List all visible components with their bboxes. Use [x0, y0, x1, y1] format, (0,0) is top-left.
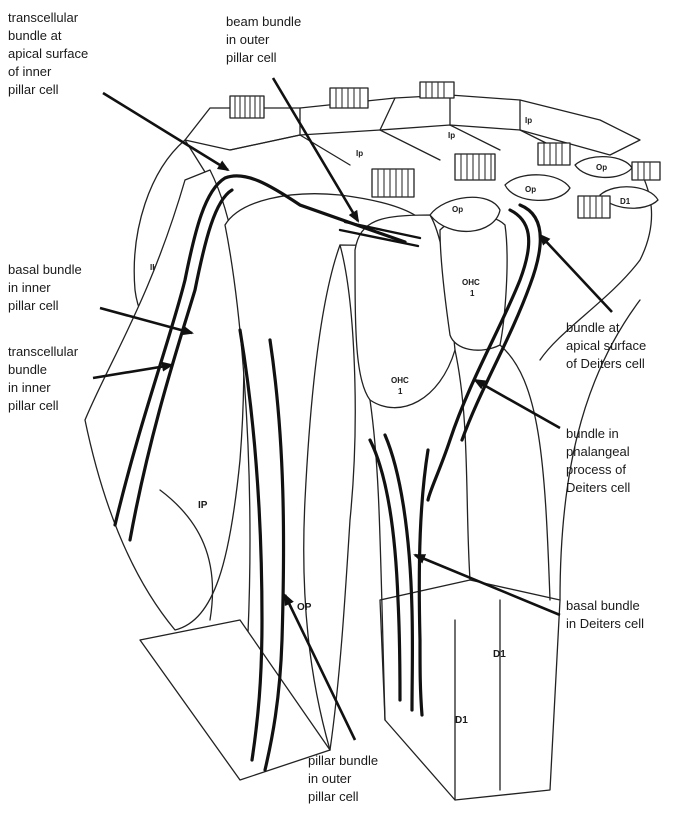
ip-top-a-label: Ip [356, 149, 363, 158]
arrow-bundle-phalangeal [475, 380, 560, 428]
svg-text:in inner: in inner [8, 280, 51, 295]
svg-text:transcellular: transcellular [8, 344, 79, 359]
svg-text:of inner: of inner [8, 64, 52, 79]
label-bundle-phalangeal: bundle in phalangeal process of Deiters … [566, 426, 630, 495]
ip-label: IP [198, 500, 208, 511]
svg-text:bundle at: bundle at [8, 28, 62, 43]
op-top-c-label: Op [596, 163, 607, 172]
svg-text:apical surface: apical surface [566, 338, 646, 353]
svg-text:bundle at: bundle at [566, 320, 620, 335]
arrow-bundle-apical-deiters [540, 235, 612, 312]
svg-text:in outer: in outer [226, 32, 270, 47]
ohc1-large-line2: 1 [398, 387, 403, 396]
d1-lower-label: D1 [455, 715, 468, 726]
d1-top-label: D1 [620, 197, 631, 206]
svg-text:phalangeal: phalangeal [566, 444, 630, 459]
svg-text:of Deiters cell: of Deiters cell [566, 356, 645, 371]
ip-top-c-label: Ip [525, 116, 532, 125]
svg-text:basal bundle: basal bundle [566, 598, 640, 613]
ip-top-b-label: Ip [448, 131, 455, 140]
svg-text:Deiters cell: Deiters cell [566, 480, 630, 495]
label-transcellular-inner: transcellular bundle in inner pillar cel… [8, 344, 79, 413]
svg-text:in Deiters cell: in Deiters cell [566, 616, 644, 631]
svg-text:in outer: in outer [308, 771, 352, 786]
label-pillar-bundle-outer: pillar bundle in outer pillar cell [308, 753, 378, 804]
svg-text:pillar cell: pillar cell [8, 398, 59, 413]
ohc1-small-line1: OHC [462, 278, 480, 287]
ohc1-large-line1: OHC [391, 376, 409, 385]
label-basal-deiters: basal bundle in Deiters cell [566, 598, 644, 631]
svg-text:process of: process of [566, 462, 626, 477]
svg-text:bundle: bundle [8, 362, 47, 377]
label-transcellular-apical: transcellular bundle at apical surface o… [8, 10, 88, 97]
svg-text:beam bundle: beam bundle [226, 14, 301, 29]
svg-text:in inner: in inner [8, 380, 51, 395]
svg-text:pillar cell: pillar cell [308, 789, 359, 804]
svg-text:transcellular: transcellular [8, 10, 79, 25]
op-top-b-label: Op [525, 185, 536, 194]
svg-text:apical surface: apical surface [8, 46, 88, 61]
svg-text:pillar cell: pillar cell [226, 50, 277, 65]
op-top-a-label: Op [452, 205, 463, 214]
svg-text:basal bundle: basal bundle [8, 262, 82, 277]
svg-text:bundle in: bundle in [566, 426, 619, 441]
label-bundle-apical-deiters: bundle at apical surface of Deiters cell [566, 320, 646, 371]
svg-text:pillar cell: pillar cell [8, 298, 59, 313]
ohc1-small-line2: 1 [470, 289, 475, 298]
label-basal-inner: basal bundle in inner pillar cell [8, 262, 82, 313]
label-beam-bundle: beam bundle in outer pillar cell [226, 14, 301, 65]
op-label: OP [297, 602, 312, 613]
svg-text:pillar cell: pillar cell [8, 82, 59, 97]
svg-text:pillar bundle: pillar bundle [308, 753, 378, 768]
d1-right-label: D1 [493, 649, 506, 660]
